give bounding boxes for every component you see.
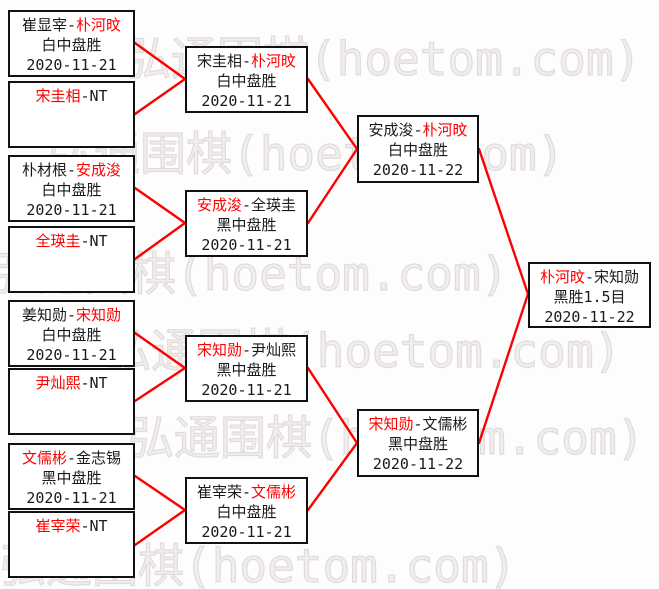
player-name: -NT (80, 232, 108, 250)
winner-name: 全瑛圭 (35, 232, 81, 250)
connector-line (133, 508, 187, 547)
match-date: 2020-11-22 (544, 308, 635, 326)
match-date: 2020-11-21 (201, 92, 292, 110)
match-box-r1-6[interactable]: 尹灿熙-NT (8, 368, 135, 435)
match-title: 崔显宰-朴河旼 (10, 15, 133, 35)
match-title: 朴材根-安成浚 (10, 160, 133, 180)
player-name: -文儒彬 (413, 415, 468, 433)
match-box-r2-2[interactable]: 安成浚-全瑛圭 黑中盘胜 2020-11-21 (185, 190, 308, 257)
match-result: 黑中盘胜 (387, 435, 448, 453)
winner-name: 崔宰荣 (35, 517, 81, 535)
match-box-r2-3[interactable]: 宋知勋-尹灿熙 黑中盘胜 2020-11-21 (185, 335, 308, 402)
match-box-r1-1[interactable]: 崔显宰-朴河旼 白中盘胜 2020-11-21 (8, 10, 135, 77)
connector-line (306, 147, 359, 225)
match-box-final[interactable]: 朴河旼-宋知勋 黑胜1.5目 2020-11-22 (528, 262, 651, 328)
connector-line (306, 366, 359, 445)
player-name: -金志锡 (66, 449, 122, 467)
player-name: -NT (80, 87, 108, 105)
match-date: 2020-11-21 (201, 381, 292, 399)
winner-name: 尹灿熙 (35, 374, 81, 392)
match-box-r1-3[interactable]: 朴材根-安成浚 白中盘胜 2020-11-21 (8, 155, 135, 222)
winner-name: 宋知勋 (368, 415, 414, 433)
match-date: 2020-11-21 (201, 523, 292, 541)
player-name: -NT (80, 374, 108, 392)
match-result: 白中盘胜 (387, 141, 448, 159)
player-name: 姜知勋- (21, 306, 76, 324)
match-title: 安成浚-全瑛圭 (187, 195, 306, 215)
winner-name: 朴河旼 (76, 16, 122, 34)
winner-name: 宋知勋 (76, 306, 122, 324)
winner-name: 宋圭相 (35, 87, 81, 105)
match-box-r1-8[interactable]: 崔宰荣-NT (8, 511, 135, 578)
match-title: 宋圭相-朴河旼 (187, 51, 306, 71)
player-name: -宋知勋 (584, 268, 640, 286)
match-result: 白中盘胜 (41, 36, 102, 54)
match-result: 白中盘胜 (216, 503, 277, 521)
winner-name: 宋知勋 (196, 341, 242, 359)
match-date: 2020-11-22 (372, 455, 464, 473)
match-title: 崔宰荣-NT (10, 516, 133, 536)
match-title: 宋圭相-NT (10, 86, 133, 106)
match-result: 白中盘胜 (216, 72, 277, 90)
connector-line (133, 366, 187, 403)
player-name: -尹灿熙 (241, 341, 297, 359)
connector-line (133, 331, 187, 370)
match-title: 宋知勋-文儒彬 (359, 414, 477, 434)
connector-line (133, 77, 187, 116)
match-box-r2-1[interactable]: 宋圭相-朴河旼 白中盘胜 2020-11-21 (185, 46, 308, 113)
player-name: 宋圭相- (196, 52, 251, 70)
match-date: 2020-11-21 (26, 489, 117, 507)
player-name: 安成浚- (368, 121, 423, 139)
match-result: 黑中盘胜 (216, 216, 277, 234)
match-box-r1-7[interactable]: 文儒彬-金志锡 黑中盘胜 2020-11-21 (8, 443, 135, 510)
match-title: 文儒彬-金志锡 (10, 448, 133, 468)
match-title: 尹灿熙-NT (10, 373, 133, 393)
match-box-sf-1[interactable]: 安成浚-朴河旼 白中盘胜 2020-11-22 (357, 115, 479, 183)
match-title: 朴河旼-宋知勋 (530, 267, 649, 287)
match-title: 安成浚-朴河旼 (359, 120, 477, 140)
connector-line (306, 77, 359, 151)
match-result: 黑中盘胜 (216, 361, 277, 379)
match-box-r2-4[interactable]: 崔宰荣-文儒彬 白中盘胜 2020-11-21 (185, 477, 308, 544)
winner-name: 文儒彬 (251, 483, 297, 501)
winner-name: 安成浚 (196, 196, 242, 214)
player-name: 朴材根- (21, 161, 76, 179)
player-name: 崔宰荣- (196, 483, 251, 501)
match-result: 白中盘胜 (41, 181, 102, 199)
match-result: 黑胜1.5目 (553, 288, 626, 306)
player-name: 崔显宰- (21, 16, 76, 34)
connector-line (477, 292, 530, 445)
winner-name: 安成浚 (76, 161, 122, 179)
match-date: 2020-11-21 (26, 56, 117, 74)
match-title: 姜知勋-宋知勋 (10, 305, 133, 325)
player-name: -全瑛圭 (241, 196, 297, 214)
match-box-r1-4[interactable]: 全瑛圭-NT (8, 226, 135, 293)
match-title: 崔宰荣-文儒彬 (187, 482, 306, 502)
connector-line (306, 441, 359, 512)
connector-line (133, 41, 187, 81)
match-box-r1-2[interactable]: 宋圭相-NT (8, 81, 135, 148)
match-date: 2020-11-21 (26, 201, 117, 219)
player-name: -NT (80, 517, 108, 535)
winner-name: 朴河旼 (539, 268, 585, 286)
match-title: 全瑛圭-NT (10, 231, 133, 251)
match-box-sf-2[interactable]: 宋知勋-文儒彬 黑中盘胜 2020-11-22 (357, 409, 479, 477)
match-box-r1-5[interactable]: 姜知勋-宋知勋 白中盘胜 2020-11-21 (8, 300, 135, 367)
connector-line (477, 147, 530, 296)
connector-line (133, 474, 187, 512)
connector-line (133, 221, 187, 261)
match-result: 白中盘胜 (41, 326, 102, 344)
winner-name: 文儒彬 (21, 449, 67, 467)
winner-name: 朴河旼 (422, 121, 468, 139)
match-result: 黑中盘胜 (41, 469, 102, 487)
winner-name: 朴河旼 (251, 52, 297, 70)
match-date: 2020-11-22 (372, 161, 464, 179)
match-date: 2020-11-21 (26, 346, 117, 364)
match-title: 宋知勋-尹灿熙 (187, 340, 306, 360)
connector-line (133, 186, 187, 225)
match-date: 2020-11-21 (201, 236, 292, 254)
